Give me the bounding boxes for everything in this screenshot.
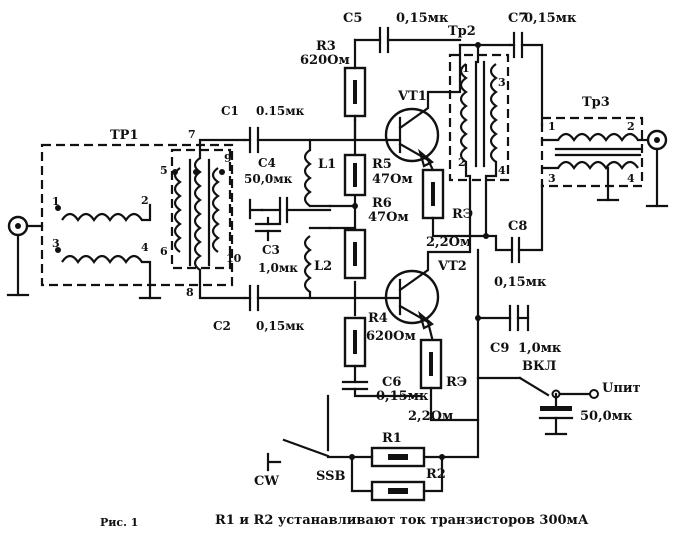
- tp3-pin-2: 2: [627, 120, 635, 133]
- tp1-ground-icon: [138, 283, 162, 300]
- footer-note: R1 и R2 устанавливают ток транзисторов 3…: [215, 513, 589, 528]
- tp1-pin-5: 5: [160, 164, 168, 177]
- ssb-label: SSB: [316, 469, 345, 484]
- r5-value: 47Ом: [372, 172, 413, 187]
- capacitor-c2: [243, 284, 357, 312]
- tp3-pin-1: 1: [548, 120, 556, 133]
- c9-ref: C9: [490, 341, 509, 356]
- l2-ref: L2: [314, 259, 332, 274]
- capacitor-c4: [248, 196, 332, 224]
- r3-value: 620Ом: [300, 53, 350, 68]
- c7-ref: C7: [508, 11, 527, 26]
- r5-ref: R5: [372, 157, 392, 172]
- c1-value: 0.15мк: [256, 104, 305, 118]
- resistor-r4: [343, 316, 367, 384]
- r6-value: 47Ом: [368, 210, 409, 225]
- transformer-tp1: [40, 138, 247, 300]
- transformer-tp2: [448, 42, 512, 238]
- re1-ref: RЭ: [452, 207, 473, 222]
- re1-value: 2,2Ом: [426, 235, 471, 250]
- resistor-r2: [370, 480, 426, 502]
- tp3-pin-4: 4: [627, 172, 635, 185]
- r4-ref: R4: [368, 311, 388, 326]
- tp1-pin-1: 1: [52, 195, 60, 208]
- r4-value: 620Ом: [366, 329, 416, 344]
- tp3-label: Tp3: [582, 95, 610, 110]
- re2-value: 2,2Ом: [408, 409, 453, 424]
- tp2-pin-2: 2: [458, 156, 466, 169]
- tp2-pin-3: 3: [498, 76, 506, 89]
- tp1-pin-8: 8: [186, 286, 194, 299]
- tp1-pin-9: 9: [224, 152, 232, 165]
- resistor-re2: [419, 248, 480, 422]
- capacitor-c9: [475, 304, 530, 332]
- tp2-label: Tp2: [448, 24, 476, 39]
- vt2-ref: VT2: [437, 259, 467, 274]
- c2-ref: C2: [213, 319, 231, 333]
- supply-label: Uпит: [602, 381, 641, 396]
- capacitor-c1: [243, 118, 357, 154]
- c6-value: 0,15мк: [376, 389, 429, 404]
- c2-value: 0,15мк: [256, 319, 305, 333]
- l1-ref: L1: [318, 157, 336, 172]
- resistor-r5: [343, 153, 367, 197]
- capacitor-c3: [254, 216, 282, 242]
- tp2-pin-1: 1: [462, 62, 470, 75]
- resistor-re1: [421, 168, 488, 238]
- inductor-l2: [303, 226, 332, 300]
- c5-ref: C5: [343, 11, 362, 26]
- tp1-pin-2: 2: [141, 194, 149, 207]
- capacitor-c8: [483, 183, 544, 264]
- r2-ref: R2: [426, 467, 446, 482]
- output-connector: [645, 129, 669, 208]
- re2-ref: RЭ: [446, 375, 467, 390]
- tp2-pin-4: 4: [498, 164, 506, 177]
- tp1-label: TP1: [110, 128, 139, 143]
- tp1-pin-4: 4: [141, 241, 149, 254]
- power-switch: [476, 376, 592, 399]
- c3-ref: C3: [262, 243, 280, 257]
- switch-label: ВКЛ: [522, 359, 556, 374]
- c8-value: 0,15мк: [494, 275, 547, 290]
- vt1-ref: VT1: [397, 89, 427, 104]
- capacitor-c7: [508, 31, 544, 127]
- supply-cap-value: 50,0мк: [580, 409, 633, 424]
- transformer-tp3: [540, 116, 650, 202]
- c4-value: 50,0мк: [244, 172, 293, 186]
- r3-ref: R3: [316, 39, 336, 54]
- c4-ref: C4: [258, 156, 276, 170]
- c5-value: 0,15мк: [396, 11, 449, 26]
- figure-label: Рис. 1: [100, 516, 138, 529]
- r1-ref: R1: [382, 431, 402, 446]
- resistor-r3: [343, 38, 367, 122]
- c3-value: 1,0мк: [258, 261, 298, 275]
- transistor-vt1: [353, 43, 462, 170]
- supply-terminal: [538, 389, 599, 436]
- c1-ref: C1: [221, 104, 239, 118]
- tp1-pin-10: 10: [226, 252, 242, 265]
- r6-ref: R6: [372, 196, 392, 211]
- resistor-r1: [370, 446, 426, 468]
- tp1-pin-7: 7: [188, 128, 196, 141]
- c7-value: 0,15мк: [524, 11, 577, 26]
- input-connector: [6, 215, 44, 297]
- transistor-vt2: [353, 234, 472, 340]
- c6-ref: C6: [382, 375, 401, 390]
- c9-value: 1,0мк: [518, 341, 562, 356]
- tp3-pin-3: 3: [548, 172, 556, 185]
- resistor-r6: [343, 203, 367, 280]
- tp1-pin-6: 6: [160, 245, 168, 258]
- cw-label: CW: [254, 474, 279, 489]
- capacitor-c5: [353, 26, 462, 54]
- mode-switch: [266, 438, 330, 472]
- capacitor-c6: [341, 380, 422, 398]
- tp1-pin-3: 3: [52, 237, 60, 250]
- c8-ref: C8: [508, 219, 527, 234]
- inductor-l1: [303, 138, 332, 208]
